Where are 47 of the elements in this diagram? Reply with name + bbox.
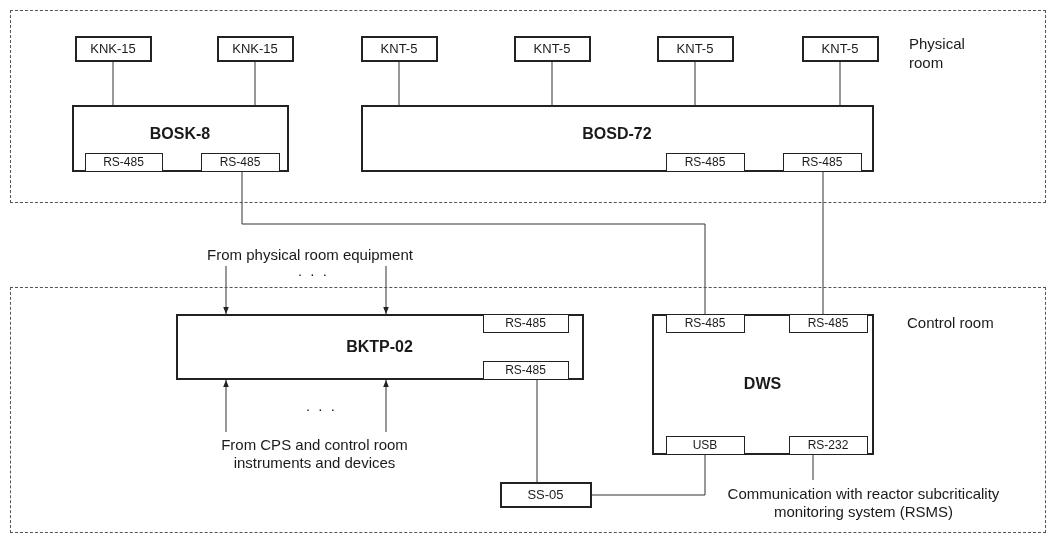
- connector-line: [591, 454, 706, 496]
- connector-line: [536, 379, 538, 483]
- device-name: BOSD-72: [582, 124, 652, 143]
- connector-line: [812, 454, 814, 481]
- device-box: [175, 313, 584, 380]
- signal-source-text: Communication with reactor subcriticality monitoring system (RSMS): [713, 479, 1014, 526]
- sensor-box: KNK-15: [74, 35, 152, 62]
- sensor-box: SS-05: [499, 481, 592, 508]
- arrow: [383, 265, 389, 315]
- port-box: RS-485: [665, 152, 745, 172]
- port-box: RS-485: [482, 360, 569, 380]
- connector-line: [551, 61, 553, 106]
- connector-line: [241, 171, 706, 315]
- arrow: [223, 379, 229, 433]
- sensor-box: KNT-5: [360, 35, 438, 62]
- port-box: RS-485: [782, 152, 862, 172]
- port-box: RS-232: [788, 435, 868, 455]
- device-box: [651, 313, 874, 455]
- ellipsis-text: . . .: [306, 397, 337, 414]
- connector-line: [839, 61, 841, 106]
- room-region: [10, 10, 1046, 203]
- connector-line: [112, 61, 114, 106]
- device-name: DWS: [743, 375, 782, 393]
- signal-source-text: From CPS and control room instruments and devices: [207, 431, 422, 476]
- connector-line: [822, 171, 824, 315]
- sensor-box: KNK-15: [216, 35, 294, 62]
- sensor-box: KNT-5: [801, 35, 879, 62]
- device-box: [360, 104, 874, 172]
- connector-line: [254, 61, 256, 106]
- connector-line: [398, 61, 400, 106]
- connector-line: [694, 61, 696, 106]
- sensor-box: KNT-5: [513, 35, 591, 62]
- room-region: [10, 287, 1046, 533]
- port-box: RS-485: [84, 152, 163, 172]
- arrow: [223, 265, 229, 315]
- sensor-box: KNT-5: [656, 35, 734, 62]
- port-box: RS-485: [788, 313, 868, 333]
- arrow: [383, 379, 389, 433]
- port-box: USB: [665, 435, 745, 455]
- device-name: BOSK-8: [149, 124, 211, 143]
- port-box: RS-485: [665, 313, 745, 333]
- port-box: RS-485: [200, 152, 280, 172]
- region-label: Control room: [907, 314, 995, 333]
- region-label: Physical room: [909, 35, 966, 73]
- device-box: [71, 104, 289, 172]
- device-name: BKTP-02: [346, 337, 413, 356]
- port-box: RS-485: [482, 313, 569, 333]
